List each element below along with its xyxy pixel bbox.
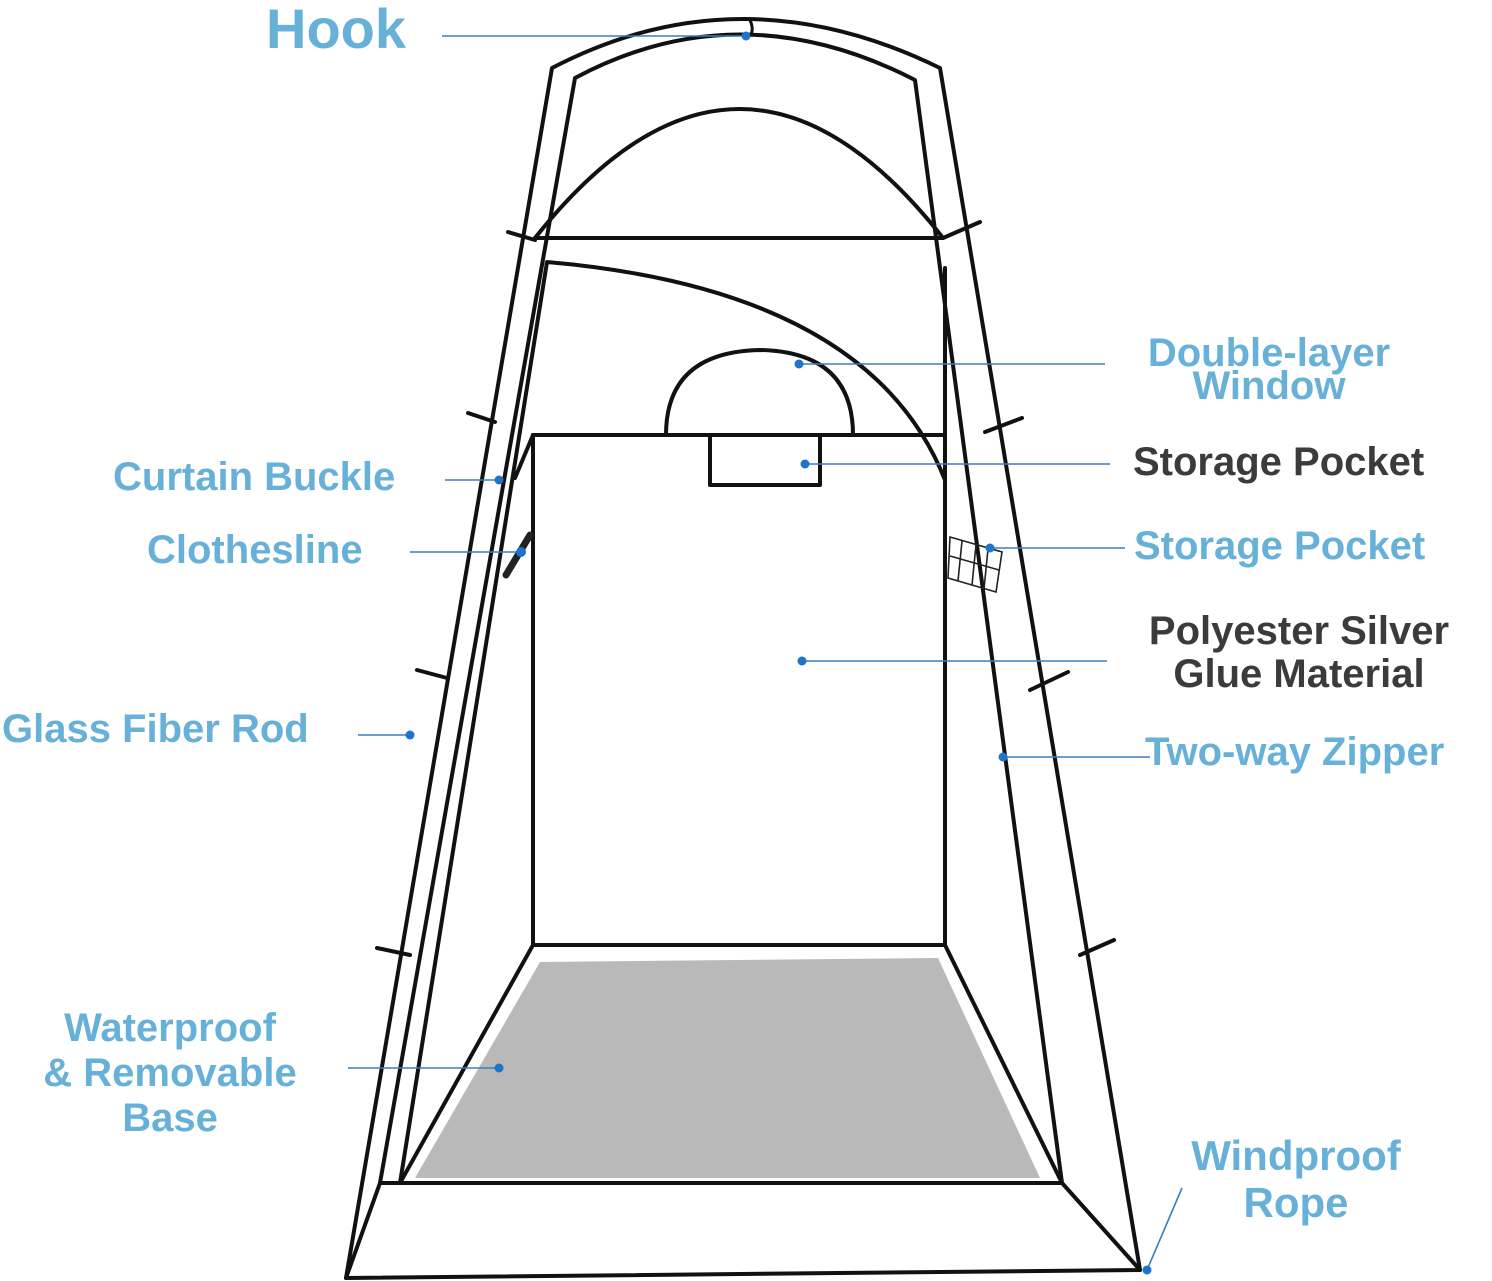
- material-label: Polyester Silver Glue Material: [1148, 609, 1450, 696]
- storage-pocket-side-label: Storage Pocket: [1134, 524, 1426, 568]
- curtain-buckle-label: Curtain Buckle: [113, 455, 396, 499]
- removable-base: [415, 958, 1040, 1178]
- double-layer-window-label: Double-layer Window: [1147, 331, 1391, 408]
- door-curtain: [398, 260, 947, 1185]
- storage-pocket-rect: [708, 433, 822, 487]
- roof-panel: [533, 107, 945, 240]
- inner-back-wall: [531, 266, 947, 947]
- clothesline-label: Clothesline: [147, 528, 363, 572]
- tent-floor-outline: [344, 1181, 1142, 1280]
- window-arch: [664, 348, 855, 437]
- removable-base-label: Waterproof & Removable Base: [43, 1006, 297, 1140]
- side-mesh-pocket: [947, 535, 1003, 594]
- left-frame-rod-outer: [344, 17, 1142, 1280]
- storage-pocket-top-label: Storage Pocket: [1133, 440, 1425, 484]
- hook-dot: [741, 31, 751, 41]
- glass-fiber-rod-label: Glass Fiber Rod: [2, 707, 309, 751]
- windproof-rope-label: Windproof Rope: [1191, 1132, 1401, 1226]
- hook-label: Hook: [266, 0, 406, 60]
- two-way-zipper-label: Two-way Zipper: [1145, 730, 1445, 774]
